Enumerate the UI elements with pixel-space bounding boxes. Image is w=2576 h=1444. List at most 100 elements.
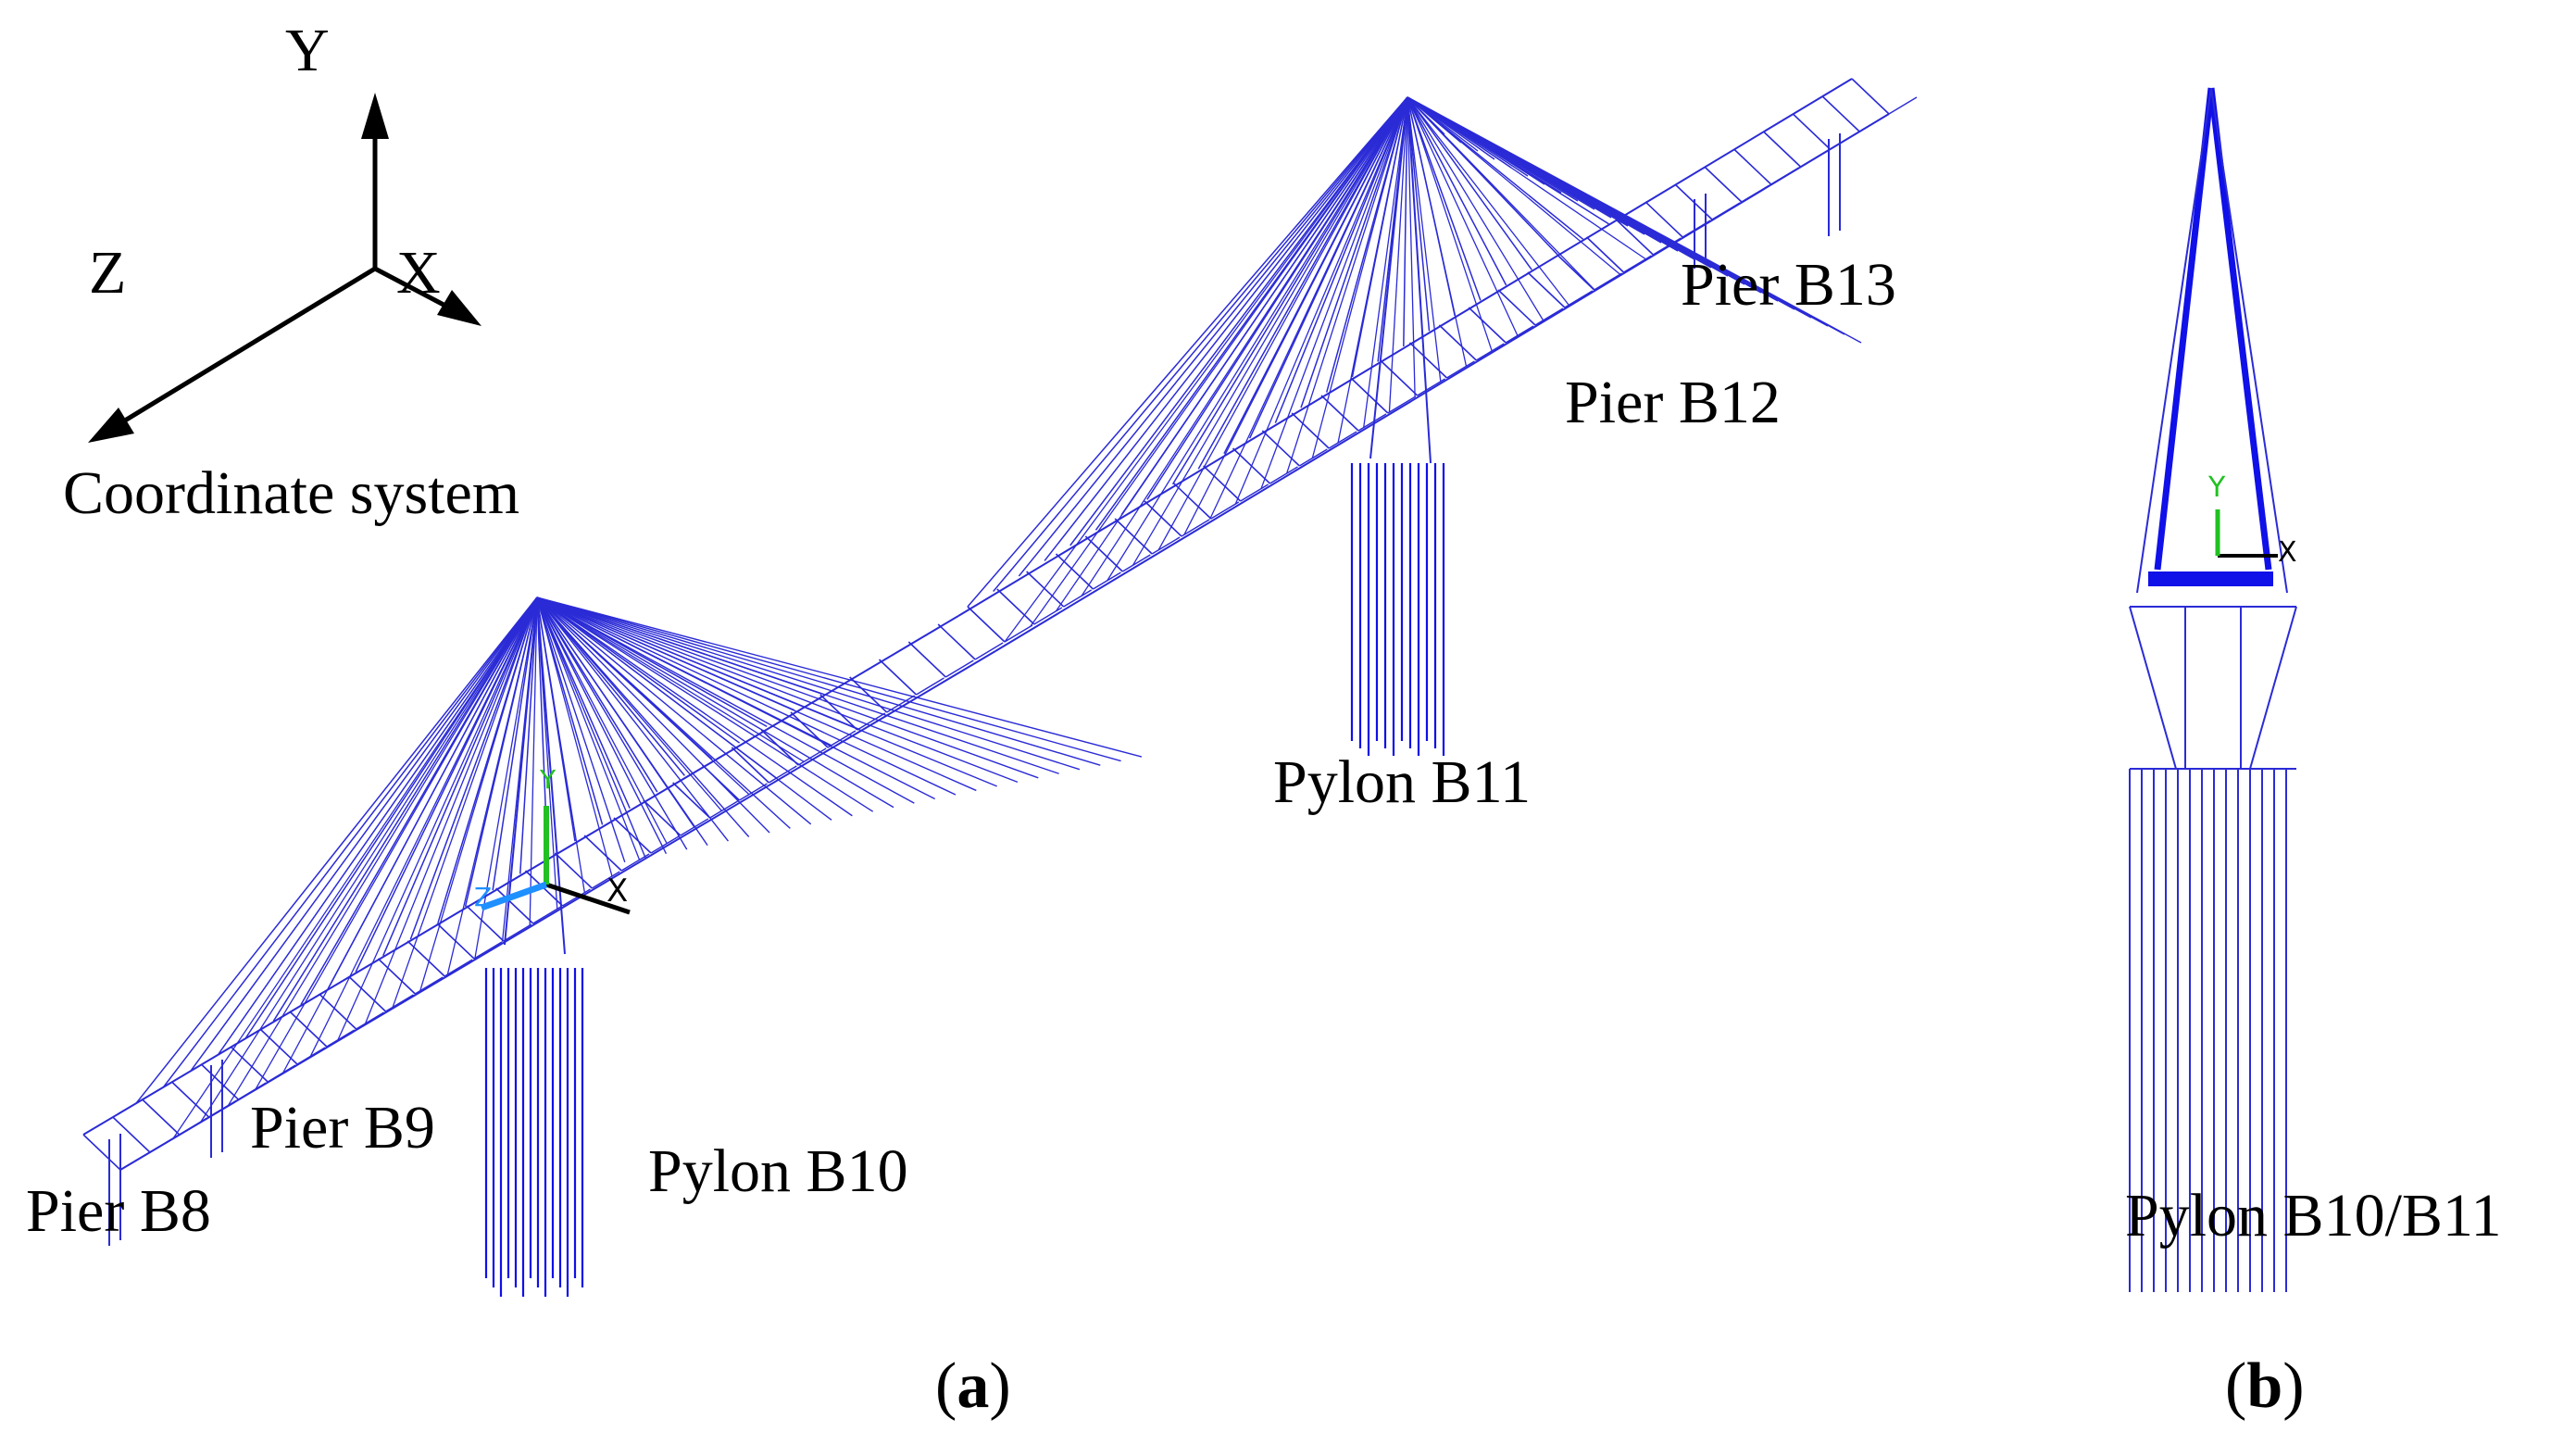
model-line (1328, 431, 1357, 449)
model-line (1534, 308, 1564, 326)
coordinate-system-label: Coordinate system (63, 459, 520, 527)
model-line (536, 596, 668, 855)
model-line (385, 994, 414, 1012)
model-line (1468, 307, 1507, 344)
model-line (583, 835, 622, 872)
model-line (414, 976, 444, 995)
model-line (2154, 87, 2215, 571)
coordinate-system-axes (88, 93, 481, 443)
model-line (200, 596, 538, 1123)
x-arrowhead (437, 290, 481, 326)
model-line (536, 596, 576, 842)
model-line (916, 677, 944, 696)
model-line (974, 642, 1004, 660)
model-line (272, 596, 538, 1022)
model-line (1069, 96, 1408, 546)
model-line (392, 596, 538, 1008)
model-line (878, 659, 918, 696)
model-line (1357, 413, 1387, 432)
model-line (1173, 483, 1212, 520)
model-line (1114, 518, 1153, 555)
model-line (1594, 272, 1623, 291)
model-line (1146, 96, 1408, 500)
model-line (536, 596, 915, 804)
model-line (1407, 96, 1482, 301)
model-line (1055, 553, 1094, 590)
model-line (519, 596, 538, 874)
model-line (1851, 78, 1890, 115)
model-line (492, 596, 538, 891)
model-line (218, 596, 538, 1055)
model-line (827, 730, 857, 748)
fe-triad-b (2215, 509, 2278, 558)
model-line (2210, 87, 2288, 594)
model-line (536, 596, 722, 811)
model-line (739, 783, 768, 801)
model-line (536, 596, 812, 825)
model-line (82, 615, 959, 1136)
model-line (259, 1028, 298, 1065)
model-line (532, 906, 562, 924)
model-line (1203, 465, 1242, 502)
model-line (200, 1063, 239, 1100)
model-line (562, 888, 591, 907)
model-line (1407, 96, 1595, 291)
model-line (337, 596, 538, 1041)
model-line (1286, 96, 1408, 474)
model-line (237, 1082, 267, 1100)
model-line (1298, 448, 1328, 467)
model-line (466, 905, 505, 942)
model-line (536, 596, 695, 828)
model-line (643, 799, 682, 836)
model-line (382, 596, 538, 957)
model-line (503, 923, 532, 942)
model-line (937, 623, 976, 660)
model-line (364, 596, 538, 1024)
model-line (1829, 132, 1858, 150)
model-line (1407, 96, 1432, 464)
model-line (2249, 606, 2297, 770)
model-line (967, 96, 1408, 608)
model-line (179, 1117, 208, 1136)
model-line (1711, 202, 1741, 220)
model-line (2136, 87, 2212, 594)
model-line (536, 596, 741, 744)
model-line (495, 887, 534, 924)
model-line (1197, 96, 1408, 470)
model-line (1407, 96, 1431, 332)
cable-stayed-bridge-model (82, 78, 1918, 1297)
model-line (409, 596, 538, 940)
model-line (1380, 359, 1419, 396)
model-line (1407, 96, 1569, 306)
model-line (650, 835, 680, 854)
model-line (1240, 483, 1269, 502)
model-line (1407, 96, 1456, 317)
model-line (1120, 96, 1408, 516)
model-line (1026, 571, 1065, 608)
model-line (444, 959, 473, 977)
model-line (1644, 201, 1683, 238)
model-line (377, 958, 416, 995)
model-line (1223, 96, 1408, 455)
model-line (536, 596, 770, 834)
triad-b-y-label: Y (2208, 471, 2226, 504)
pylon-b11-label: Pylon B11 (1273, 748, 1532, 816)
model-line (536, 596, 1101, 766)
model-line (1234, 96, 1408, 505)
model-line (1407, 96, 1862, 344)
model-line (536, 596, 805, 762)
model-line (1615, 219, 1654, 256)
model-line (536, 596, 729, 842)
model-line (536, 596, 768, 728)
caption-b: (b) (2225, 1350, 2305, 1422)
model-line (536, 596, 631, 810)
model-line (1408, 342, 1448, 379)
pylon-elevation-model (2129, 87, 2297, 1292)
model-line (1858, 114, 1888, 132)
model-line (267, 1064, 296, 1083)
model-line (190, 596, 538, 1071)
model-line (1387, 396, 1417, 414)
model-line (1121, 554, 1151, 572)
axis-z-label: Z (89, 239, 127, 307)
